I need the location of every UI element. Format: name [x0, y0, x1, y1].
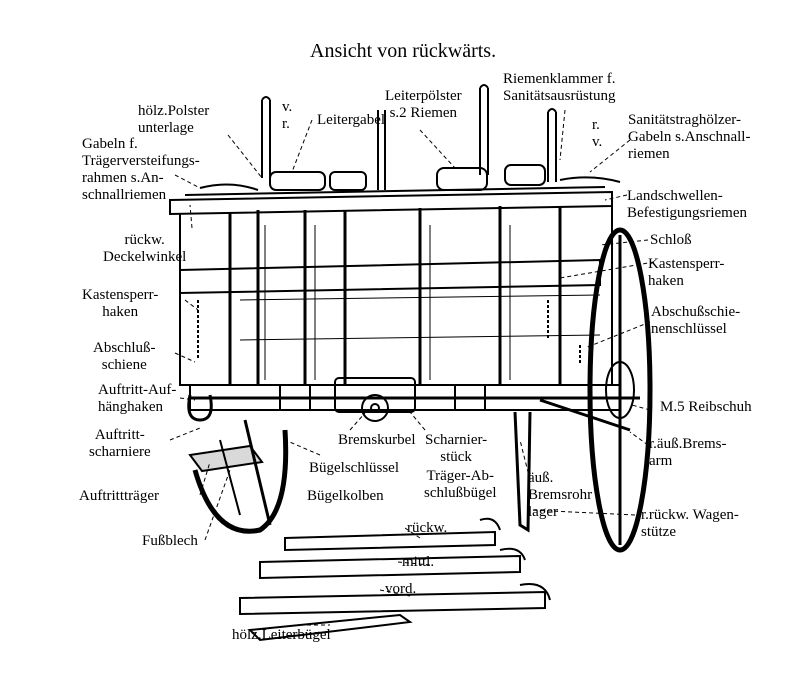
label-v-r-left: v. r.	[282, 99, 293, 132]
label-auftritt-aufhaenghaken: Auftritt-Auf- hänghaken	[98, 382, 177, 415]
label-leitergabel: Leitergabel	[317, 112, 386, 128]
foot-plate	[188, 444, 264, 473]
label-aeuss-bremsrohr-lager: äuß. Bremsrohr lager	[528, 470, 593, 520]
label-abschlussschienenschluessel: Abschußschie- nenschlüssel	[651, 304, 741, 337]
ladder-bar-middle	[259, 554, 521, 580]
label-abschlussschiene: Abschluß- schiene	[93, 340, 156, 373]
label-m5-reibschuh: M.5 Reibschuh	[660, 399, 752, 415]
label-scharnierstueck: Scharnier- stück	[425, 432, 488, 465]
label-mittl: mittl.	[402, 554, 435, 570]
label-r-rueckw-wagenstuetze: r.rückw. Wagen- stütze	[641, 507, 739, 540]
label-leiterpoelster: Leiterpölster s.2 Riemen	[385, 88, 462, 121]
label-buegelkolben: Bügelkolben	[307, 488, 384, 504]
brake-arm	[539, 398, 631, 432]
label-traeger-abschlussbuegel: Träger-Ab- schlußbügel	[424, 468, 497, 501]
step-hanger	[187, 394, 213, 422]
ladder-bar-wood	[247, 613, 413, 642]
lock-chain	[197, 300, 581, 365]
left-wheel	[192, 429, 289, 534]
ladder-post	[377, 110, 386, 190]
label-auftrittscharniere: Auftritt- scharniere	[89, 427, 151, 460]
label-rueckw-deckelwinkel: rückw. Deckelwinkel	[103, 232, 187, 265]
ladder-bar-front	[239, 590, 546, 616]
label-r-v-right: r. v.	[592, 117, 603, 150]
cushion	[329, 171, 367, 191]
label-rueckw: rückw.	[407, 520, 448, 536]
cushion	[269, 171, 326, 191]
brake-hub	[361, 394, 389, 422]
ladder-post	[479, 84, 489, 175]
ladder-post	[261, 96, 271, 178]
label-hoelz-leiterbuegel: hölz.Leiterbügel	[232, 627, 331, 643]
label-bremskurbel: Bremskurbel	[338, 432, 416, 448]
label-hoelz-polster: hölz.Polster unterlage	[138, 103, 210, 136]
label-r-aeuss-bremsarm: r.äuß.Brems- arm	[649, 436, 727, 469]
ladder-post	[547, 108, 557, 182]
label-buegelschluessel: Bügelschlüssel	[309, 460, 399, 476]
label-landschwellen: Landschwellen- Befestigungsriemen	[627, 188, 747, 221]
label-kastensperrhaken-left: Kastensperr- haken	[82, 287, 159, 320]
label-gabeln-traeger: Gabeln f. Trägerversteifungs- rahmen s.A…	[82, 136, 200, 203]
label-schloss: Schloß	[650, 232, 692, 248]
crossbar	[179, 258, 601, 295]
cushion	[504, 164, 546, 186]
diagram-title: Ansicht von rückwärts.	[310, 40, 497, 62]
right-wheel	[587, 227, 653, 553]
label-kastensperrhaken-right: Kastensperr- haken	[648, 256, 725, 289]
wagon-support	[513, 411, 532, 533]
strap	[199, 176, 621, 191]
label-riemenklammer: Riemenklammer f. Sanitätsausrüstung	[503, 71, 616, 104]
label-auftritttraeger: Auftrittträger	[79, 488, 159, 504]
label-vord: vord.	[385, 581, 417, 597]
ladder-bar-rear	[284, 530, 496, 552]
label-fussblech: Fußblech	[142, 533, 198, 549]
label-sanitaetstraghoelzer: Sanitätstraghölzer- Gabeln s.Anschnall- …	[628, 112, 751, 162]
top-rail	[169, 190, 613, 216]
